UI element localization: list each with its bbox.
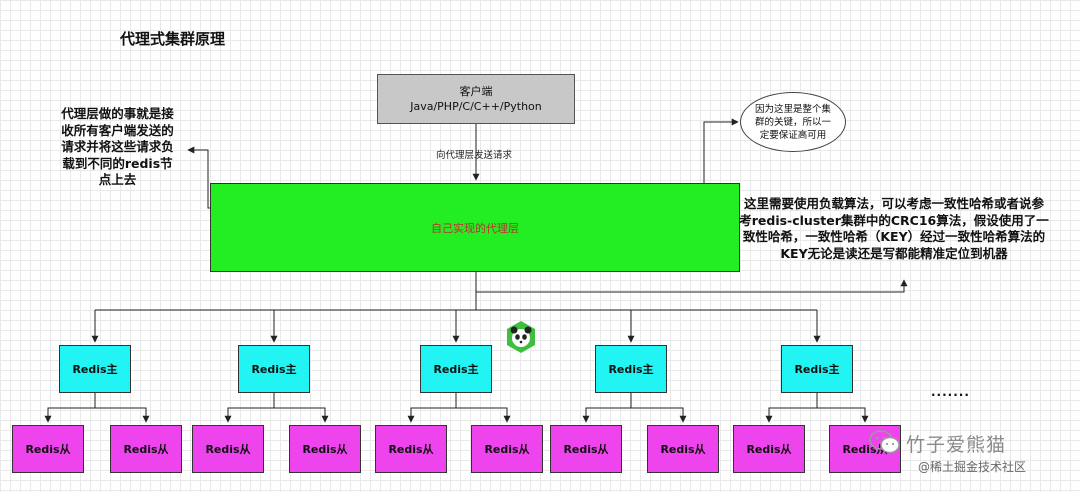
master-to-slave-arrow <box>582 393 632 423</box>
redis-slave-node-label: Redis从 <box>746 443 792 456</box>
left-annotation-line: 点上去 <box>98 172 137 187</box>
redis-slave-node-label: Redis从 <box>123 443 169 456</box>
wechat-icon <box>869 430 900 454</box>
redis-slave-node-label: Redis从 <box>484 443 530 456</box>
redis-slave-node: Redis从 <box>375 425 447 473</box>
redis-master-node-label: Redis主 <box>794 363 840 376</box>
master-to-slave-arrow <box>95 407 150 423</box>
redis-slave-node-label: Redis从 <box>660 443 706 456</box>
redis-master-node-label: Redis主 <box>608 363 654 376</box>
panda-logo-icon <box>507 321 535 353</box>
bubble-line: 因为这里是整个集 <box>754 103 831 115</box>
redis-master-node: Redis主 <box>238 345 310 393</box>
redis-master-node: Redis主 <box>59 345 131 393</box>
more-nodes-ellipsis: ······· <box>931 388 970 402</box>
bubble-line: 群的关键，所以一 <box>754 116 831 128</box>
redis-slave-node: Redis从 <box>647 425 719 473</box>
redis-slave-node-label: Redis从 <box>563 443 609 456</box>
watermark-source: @稀土掘金技术社区 <box>918 460 1027 474</box>
right-annotation-line: 这里需要使用负载算法，可以考虑一致性哈希或者说参 <box>743 196 1044 211</box>
bubble-line: 定要保证高可用 <box>759 129 827 141</box>
master-to-slave-arrow <box>765 393 818 423</box>
redis-master-node: Redis主 <box>420 345 492 393</box>
redis-slave-node: Redis从 <box>192 425 264 473</box>
left-annotation: 代理层做的事就是接 收所有客户端发送的 请求并将这些请求负 载到不同的redis… <box>45 106 190 189</box>
left-annotation-line: 代理层做的事就是接 <box>61 106 174 121</box>
high-availability-bubble: 因为这里是整个集 群的关键，所以一 定要保证高可用 <box>740 92 846 152</box>
redis-master-node-label: Redis主 <box>251 363 297 376</box>
client-label: 客户端 <box>459 85 493 98</box>
redis-slave-node: Redis从 <box>471 425 543 473</box>
redis-slave-node-label: Redis从 <box>842 443 888 456</box>
redis-slave-node-label: Redis从 <box>302 443 348 456</box>
redis-master-node: Redis主 <box>595 345 667 393</box>
redis-master-node-label: Redis主 <box>72 363 118 376</box>
left-annotation-line: 请求并将这些请求负 <box>61 139 174 154</box>
redis-slave-node-label: Redis从 <box>388 443 434 456</box>
right-annotation-line: 考redis-cluster集群中的CRC16算法，假设使用了一 <box>739 212 1049 228</box>
right-annotation-line: 致性哈希，一致性哈希（KEY）经过一致性哈希算法的 <box>742 229 1046 244</box>
master-to-slave-arrow <box>631 407 687 423</box>
redis-slave-node-label: Redis从 <box>25 443 71 456</box>
redis-slave-node: Redis从 <box>12 425 84 473</box>
master-to-slave-arrow <box>224 393 275 423</box>
redis-slave-node: Redis从 <box>733 425 805 473</box>
redis-master-node: Redis主 <box>781 345 853 393</box>
master-to-slave-arrow <box>407 393 457 423</box>
left-annotation-line: 载到不同的redis节 <box>62 155 173 171</box>
right-annotation: 这里需要使用负载算法，可以考虑一致性哈希或者说参 考redis-cluster集… <box>728 196 1060 262</box>
master-to-slave-arrow <box>274 407 329 423</box>
diagram-title: 代理式集群原理 <box>120 30 226 48</box>
redis-slave-node: Redis从 <box>550 425 622 473</box>
redis-slave-node: Redis从 <box>110 425 182 473</box>
proxy-layer-node: 自己实现的代理层 <box>210 183 740 272</box>
redis-slave-node-label: Redis从 <box>205 443 251 456</box>
client-languages: Java/PHP/C/C++/Python <box>410 100 542 113</box>
proxy-layer-label: 自己实现的代理层 <box>431 221 519 235</box>
client-node: 客户端 Java/PHP/C/C++/Python <box>377 74 575 124</box>
redis-master-node-label: Redis主 <box>433 363 479 376</box>
redis-slave-node: Redis从 <box>289 425 361 473</box>
watermark-author: 竹子爱熊猫 <box>906 434 1007 456</box>
master-to-slave-arrow <box>44 393 96 423</box>
master-to-slave-arrow <box>817 407 869 423</box>
master-to-slave-arrow <box>456 407 511 423</box>
right-annotation-line: KEY无论是读还是写都能精准定位到机器 <box>780 245 1008 261</box>
proxy-to-right-note-arrow <box>476 279 908 293</box>
left-annotation-line: 收所有客户端发送的 <box>61 122 174 138</box>
request-edge-label: 向代理层发送请求 <box>436 150 513 161</box>
